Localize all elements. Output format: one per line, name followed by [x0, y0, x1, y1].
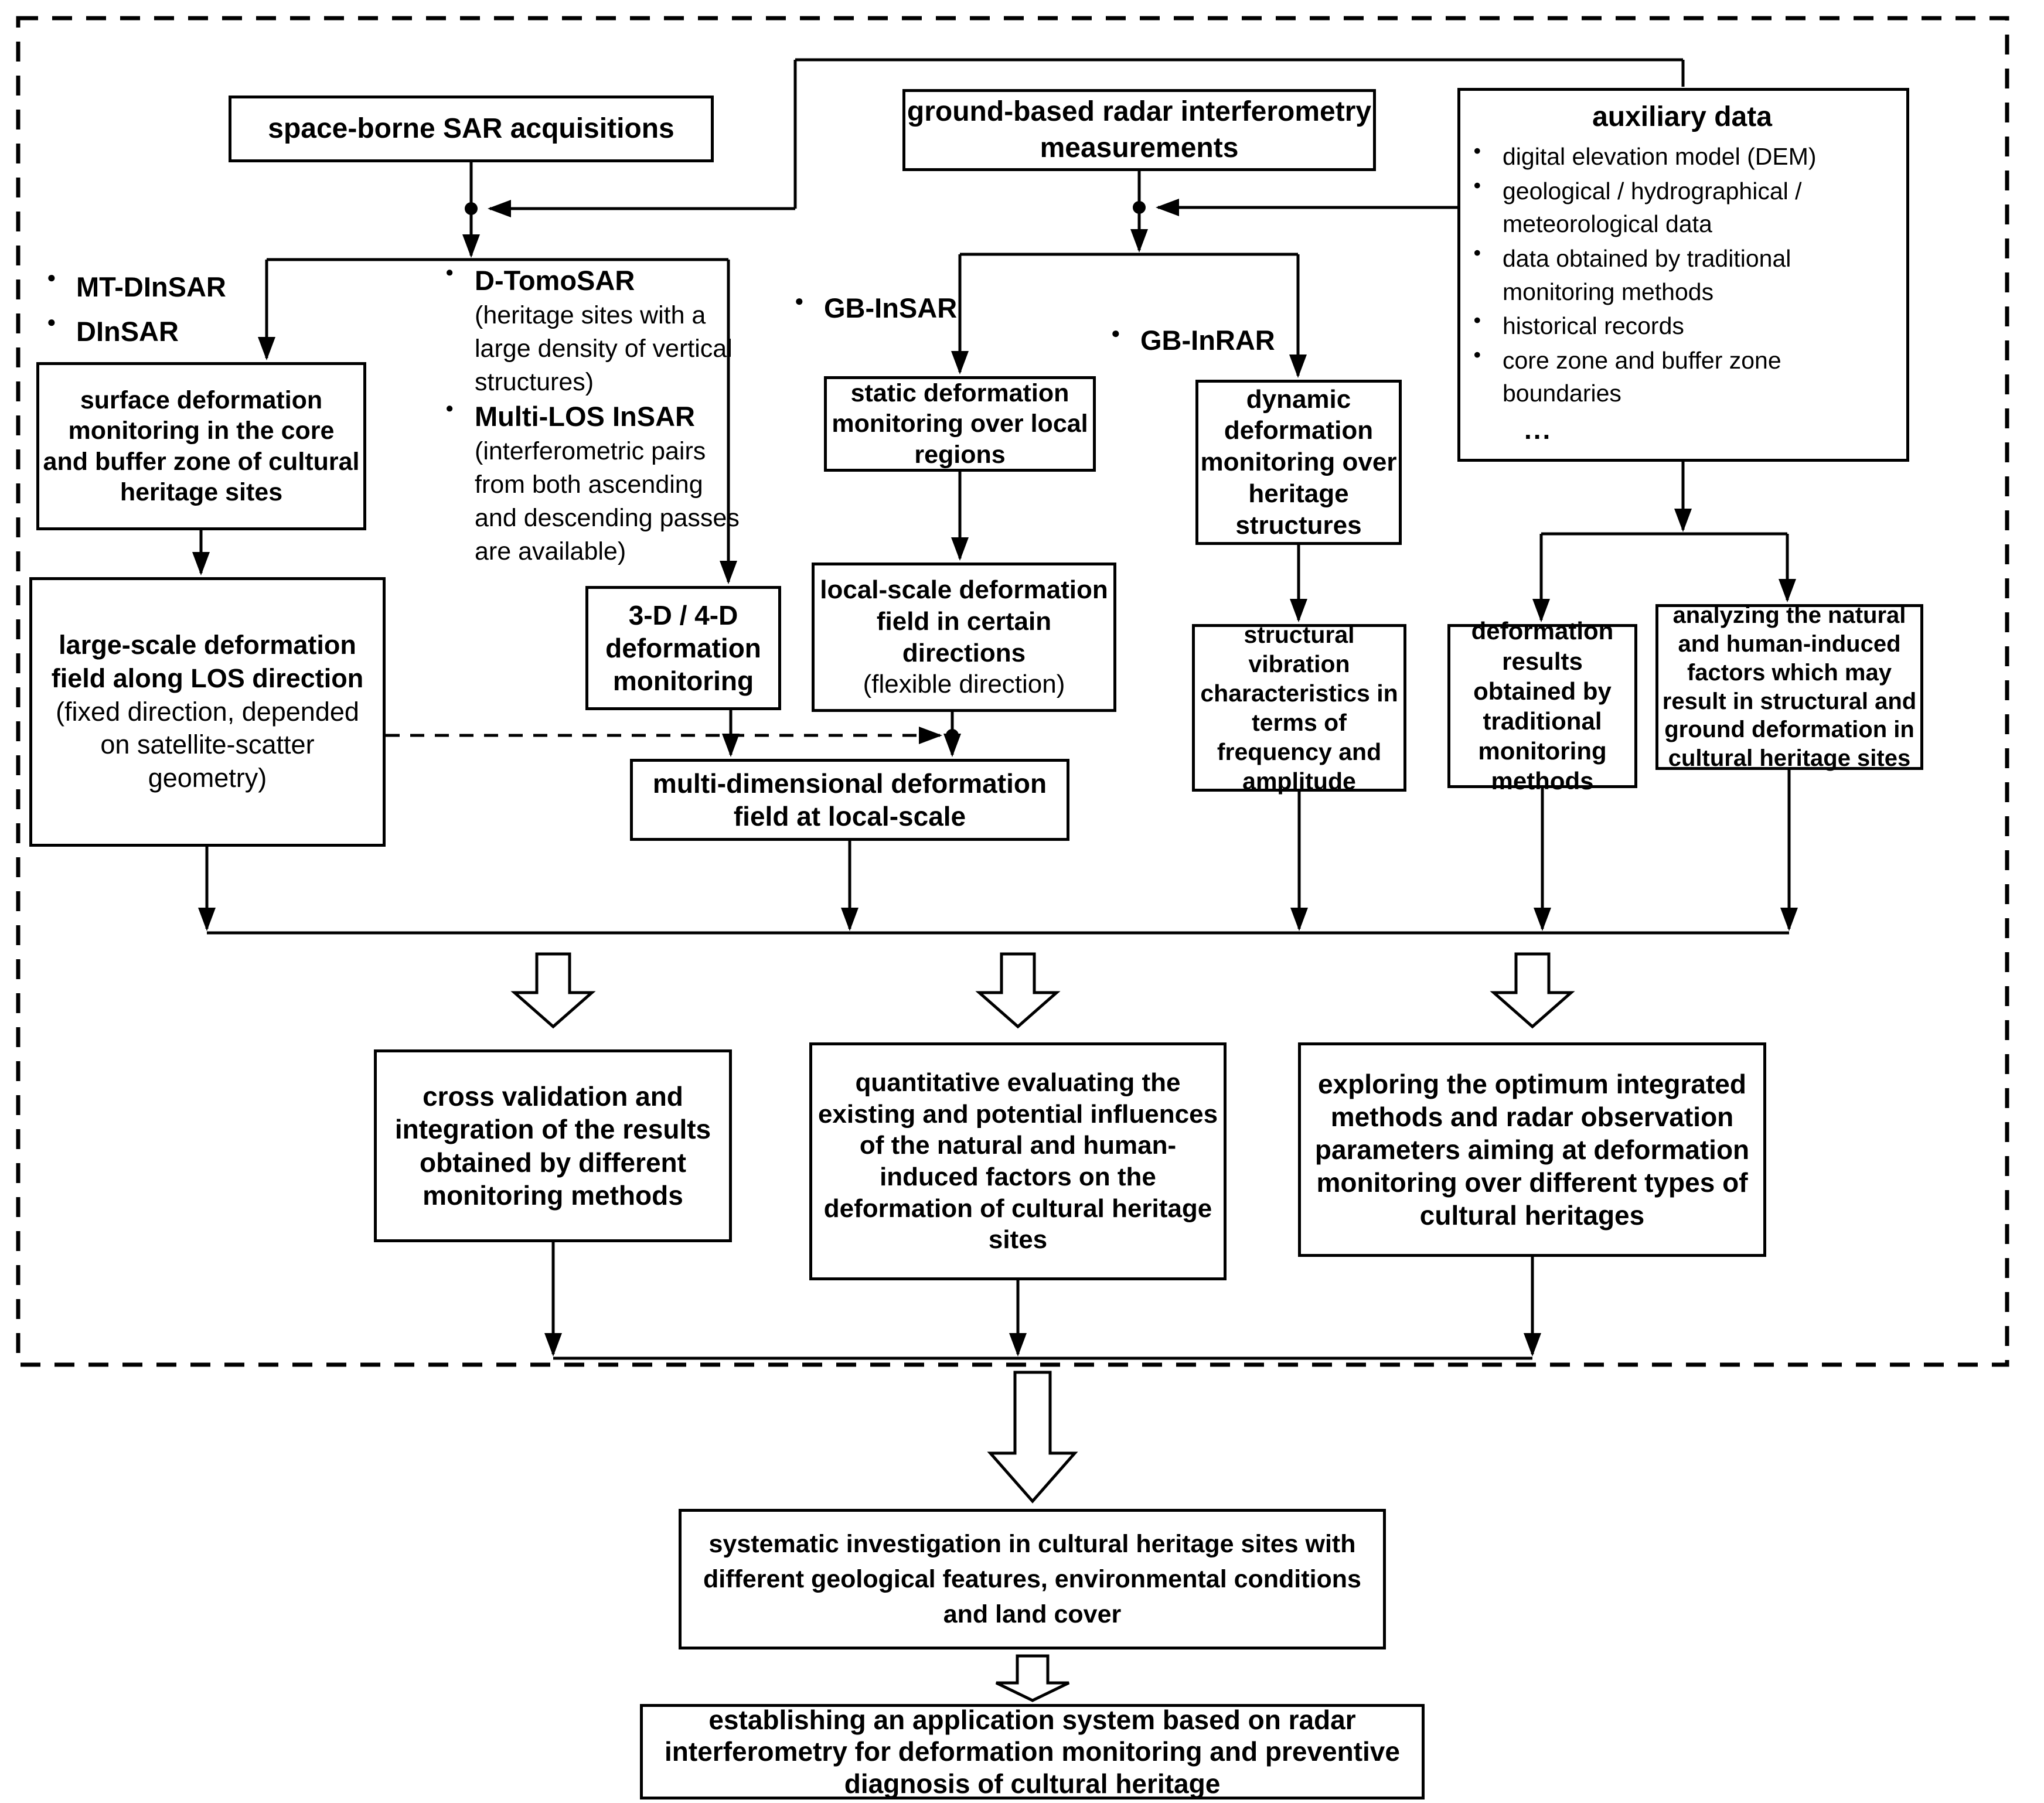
d-tomosar-note: (heritage sites with a large density of … — [475, 301, 733, 396]
node-structural-vibration: structural vibration characteristics in … — [1192, 621, 1406, 795]
bullet-gb-insar: GB-InSAR — [790, 292, 983, 324]
node-label: multi-dimensional deformation field at l… — [652, 768, 1047, 831]
node-note: (flexible direction) — [863, 670, 1065, 699]
node-label: systematic investigation in cultural her… — [703, 1529, 1361, 1629]
junction-dots — [465, 201, 1146, 742]
bullet-gb-inrar: GB-InRAR — [1106, 324, 1306, 356]
node-auxiliary-data: auxiliary data digital elevation model (… — [1457, 88, 1909, 462]
node-label: 3-D / 4-D deformation monitoring — [605, 599, 761, 697]
block-arrow-down-icon — [987, 1371, 1078, 1504]
node-space-borne-sar: space-borne SAR acquisitions — [229, 96, 714, 162]
multi-los-note: (interferometric pairs from both ascendi… — [475, 437, 740, 565]
node-label: ground-based radar interferometry measur… — [907, 96, 1372, 163]
node-label: deformation results obtained by traditio… — [1471, 617, 1614, 795]
node-label: surface deformation monitoring in the co… — [43, 386, 360, 506]
node-surface-deformation: surface deformation monitoring in the co… — [36, 362, 366, 530]
node-exploring-optimum: exploring the optimum integrated methods… — [1298, 1042, 1766, 1257]
block-arrow-down-icon — [510, 952, 596, 1029]
node-label: exploring the optimum integrated methods… — [1314, 1068, 1750, 1231]
auxiliary-item: data obtained by traditional monitoring … — [1469, 242, 1896, 308]
node-local-scale-field: local-scale deformation field in certain… — [812, 563, 1116, 712]
node-label: establishing an application system based… — [665, 1705, 1400, 1799]
block-arrow-down-icon — [975, 952, 1061, 1029]
auxiliary-ellipsis: ... — [1524, 414, 1552, 445]
node-analyzing-factors: analyzing the natural and human-induced … — [1655, 602, 1923, 772]
auxiliary-title: auxiliary data — [1592, 101, 1772, 132]
bullet-group-tomosar: D-TomoSAR (heritage sites with a large d… — [441, 263, 741, 568]
node-label: quantitative evaluating the existing and… — [817, 1068, 1218, 1255]
auxiliary-item: historical records — [1469, 309, 1896, 343]
bullet-dinsar: DInSAR — [42, 309, 288, 354]
dashed-frame — [16, 16, 2009, 1367]
node-dynamic-deformation: dynamic deformation monitoring over heri… — [1195, 380, 1402, 545]
node-quantitative-evaluating: quantitative evaluating the existing and… — [809, 1042, 1227, 1280]
node-3d-4d-monitoring: 3-D / 4-D deformation monitoring — [585, 586, 781, 710]
node-label: space-borne SAR acquisitions — [268, 113, 674, 144]
auxiliary-item: geological / hydrographical / meteorolog… — [1469, 175, 1896, 241]
bullet-multi-los-insar: Multi-LOS InSAR — [475, 401, 695, 432]
bullet-mt-dinsar: MT-DInSAR — [42, 265, 288, 309]
auxiliary-item: digital elevation model (DEM) — [1469, 140, 1896, 173]
node-static-deformation: static deformation monitoring over local… — [824, 376, 1096, 472]
bullet-d-tomosar: D-TomoSAR — [475, 265, 635, 296]
node-label: static deformation monitoring over local… — [832, 379, 1088, 469]
node-label: large-scale deformation field along LOS … — [51, 630, 364, 693]
node-label: dynamic deformation monitoring over heri… — [1200, 384, 1397, 540]
bullet-group-dinsar: MT-DInSAR DInSAR — [42, 265, 288, 354]
node-multi-dimensional-field: multi-dimensional deformation field at l… — [630, 759, 1069, 841]
node-label: structural vibration characteristics in … — [1200, 621, 1398, 795]
node-label: analyzing the natural and human-induced … — [1662, 602, 1917, 772]
node-ground-based-radar: ground-based radar interferometry measur… — [902, 89, 1376, 171]
node-traditional-results: deformation results obtained by traditio… — [1447, 617, 1637, 795]
node-large-scale-field: large-scale deformation field along LOS … — [29, 577, 386, 847]
node-note: (fixed direction, depended on satellite-… — [56, 696, 359, 793]
node-cross-validation: cross validation and integration of the … — [374, 1049, 732, 1242]
node-label: local-scale deformation field in certain… — [820, 575, 1108, 667]
block-arrow-down-icon — [1490, 952, 1575, 1029]
node-systematic-investigation: systematic investigation in cultural her… — [679, 1509, 1386, 1649]
block-arrow-down-icon — [995, 1654, 1070, 1702]
node-label: cross validation and integration of the … — [394, 1081, 711, 1211]
block-arrows — [510, 952, 1575, 1702]
auxiliary-item: core zone and buffer zone boundaries — [1469, 344, 1896, 410]
node-establishing-system: establishing an application system based… — [640, 1704, 1425, 1799]
